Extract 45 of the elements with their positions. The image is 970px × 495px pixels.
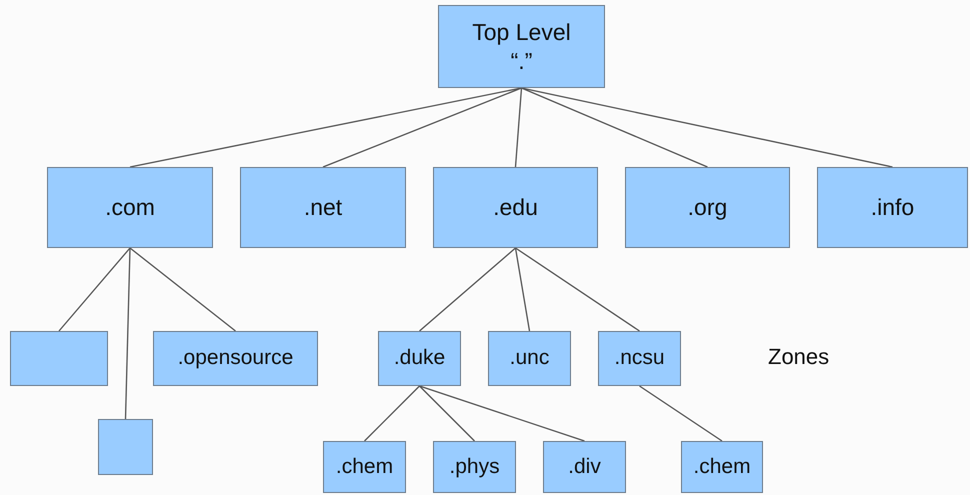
zones-label: Zones <box>768 343 830 371</box>
node-label: .chem <box>693 454 751 480</box>
connector-line <box>514 88 522 168</box>
node-label: .opensource <box>178 345 294 372</box>
node-label: .edu <box>493 193 538 222</box>
zone-box <box>438 5 605 88</box>
node-label: .duke <box>394 345 446 372</box>
node-label: “.” <box>510 46 532 76</box>
zone-box <box>625 167 790 248</box>
zone-box <box>817 167 968 248</box>
connector-line <box>515 247 640 332</box>
connector-line <box>419 386 475 442</box>
zone-box <box>98 419 153 475</box>
node-label: .ncsu <box>614 345 665 372</box>
connector-line <box>130 247 236 332</box>
zone-box <box>598 331 681 386</box>
connector-line <box>419 385 585 442</box>
connector-line <box>419 248 516 332</box>
connector-line <box>124 248 131 420</box>
connector-line <box>322 87 522 168</box>
zone-box <box>681 441 763 493</box>
node-label: .unc <box>510 345 550 372</box>
node-label: Top Level <box>472 18 571 46</box>
zone-box <box>543 441 626 493</box>
connector-line <box>521 87 708 168</box>
zone-box <box>433 167 598 248</box>
node-label: .chem <box>336 454 394 480</box>
connector-line <box>364 386 420 442</box>
node-label: .net <box>304 193 342 222</box>
node-label: .div <box>568 454 601 480</box>
zone-box <box>378 331 461 386</box>
zone-box <box>240 167 406 248</box>
node-label: .org <box>688 193 728 222</box>
connector-line <box>639 385 722 442</box>
connector-line <box>514 248 530 332</box>
zone-box <box>323 441 406 493</box>
node-label: .info <box>870 193 914 222</box>
node-label: .phys <box>449 454 500 480</box>
zone-box <box>153 331 318 386</box>
node-label: .com <box>105 193 155 222</box>
zone-box <box>488 331 571 386</box>
zone-box <box>433 441 516 493</box>
zone-box <box>10 331 108 386</box>
connector-line <box>58 248 130 332</box>
zone-box <box>47 167 213 248</box>
